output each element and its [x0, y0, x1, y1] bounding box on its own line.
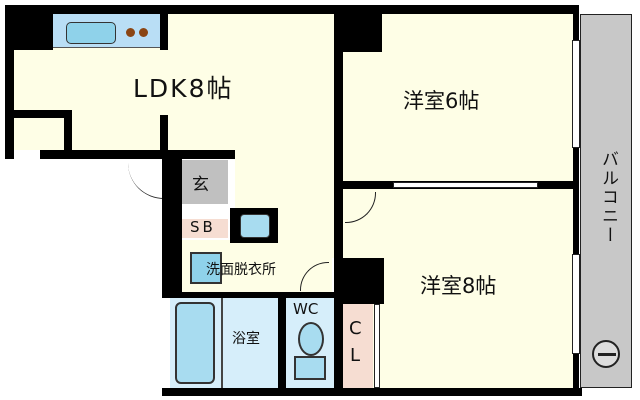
bath-wall-bottom: [162, 388, 582, 396]
exterior-wall-right: [573, 5, 579, 396]
toilet-tank-icon: [294, 356, 326, 380]
entrance-wall-left: [162, 158, 182, 298]
closet-label-l: L: [350, 345, 361, 366]
room-label-western-8: 洋室8帖: [420, 274, 497, 298]
room-label-washroom: 洗面脱衣所: [206, 262, 276, 278]
room-label-shoe-box: SB: [190, 218, 216, 236]
balcony: [580, 14, 632, 388]
bath-divider: [221, 298, 223, 388]
room-label-bathroom: 浴室: [232, 331, 260, 347]
room-label-western-6: 洋室6帖: [403, 89, 480, 113]
room-label-balcony: バルコニー: [598, 150, 618, 245]
kitchen-corner-block: [5, 5, 53, 50]
window-western6[interactable]: [572, 40, 580, 148]
closet-door[interactable]: [374, 304, 380, 388]
north-compass-icon: [592, 340, 620, 368]
storage-wall-top: [5, 110, 72, 118]
closet-wall: [334, 258, 384, 304]
sliding-door[interactable]: [393, 182, 538, 188]
closet-label-c: C: [349, 318, 362, 339]
kitchen-sink-icon: [66, 22, 116, 44]
bath-wall-top: [162, 292, 334, 298]
center-wall: [334, 5, 343, 396]
washbasin-icon: [240, 214, 270, 238]
western6-corner-block: [334, 5, 382, 52]
room-label-toilet: WC: [293, 300, 319, 318]
storage-wall-right: [64, 110, 72, 155]
shoe-box: [182, 216, 228, 238]
stove-burner-icon: [126, 28, 135, 37]
room-label-entrance: 玄: [192, 175, 209, 195]
window-western8[interactable]: [572, 254, 580, 354]
stove-burner-icon: [139, 28, 148, 37]
outer-wall-top: [5, 5, 578, 14]
outer-wall-bottom: [40, 150, 242, 159]
entrance-door-swing[interactable]: [128, 162, 164, 199]
entrance: [182, 160, 228, 204]
washing-machine-icon: [190, 252, 222, 284]
closet: [343, 304, 373, 388]
kitchen-wall: [160, 5, 168, 50]
room-label-ldk: LDK8帖: [133, 74, 234, 103]
bathtub-icon: [175, 302, 215, 384]
kitchen-counter: [53, 14, 163, 48]
ldk-partition: [160, 115, 168, 157]
toilet-wall: [278, 298, 286, 388]
toilet-icon: [298, 322, 324, 356]
outer-wall-left: [5, 5, 14, 159]
